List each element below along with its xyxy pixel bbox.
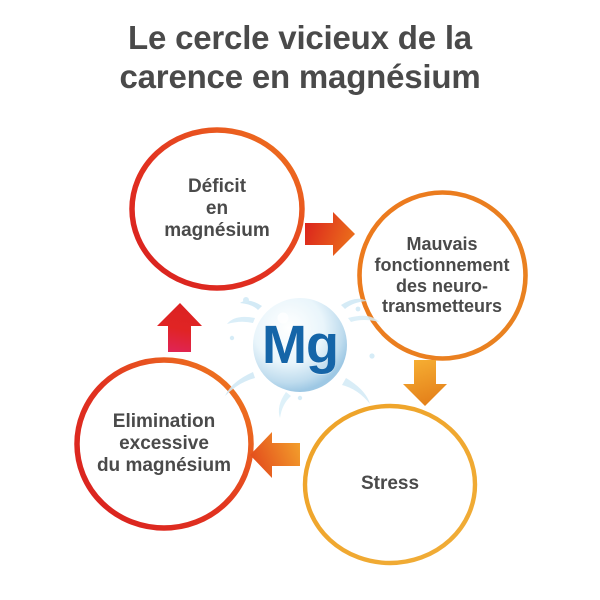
cycle-node-deficit[interactable]: Déficit en magnésium	[129, 127, 305, 291]
arrow-elimination-to-deficit	[157, 303, 202, 352]
magnesium-symbol: Mg	[262, 315, 339, 375]
page-title-line-1: Le cercle vicieux de la	[128, 19, 472, 56]
cycle-node-deficit-label: Déficit en magnésium	[164, 175, 270, 242]
cycle-node-elimination[interactable]: Elimination excessive du magnésium	[74, 357, 254, 531]
arrow-stress-to-elimination	[250, 432, 300, 478]
ring-deficit	[129, 127, 305, 291]
ring-stress	[302, 403, 478, 566]
cycle-node-stress[interactable]: Stress	[302, 403, 478, 566]
arrow-neuro-to-stress	[403, 360, 447, 406]
ring-neuro	[357, 190, 528, 361]
cycle-node-elimination-label: Elimination excessive du magnésium	[96, 410, 232, 477]
ring-elimination	[74, 357, 254, 531]
page-title: Le cercle vicieux de la carence en magné…	[0, 18, 600, 96]
water-sphere-icon	[225, 297, 379, 418]
cycle-node-neuro[interactable]: Mauvais fonctionnement des neuro- transm…	[357, 190, 528, 361]
cycle-node-stress-label: Stress	[360, 473, 420, 495]
page-title-line-2: carence en magnésium	[119, 58, 481, 95]
magnesium-emblem: Mg	[241, 286, 359, 404]
arrow-deficit-to-neuro	[305, 212, 355, 256]
cycle-node-neuro-label: Mauvais fonctionnement des neuro- transm…	[374, 233, 510, 317]
